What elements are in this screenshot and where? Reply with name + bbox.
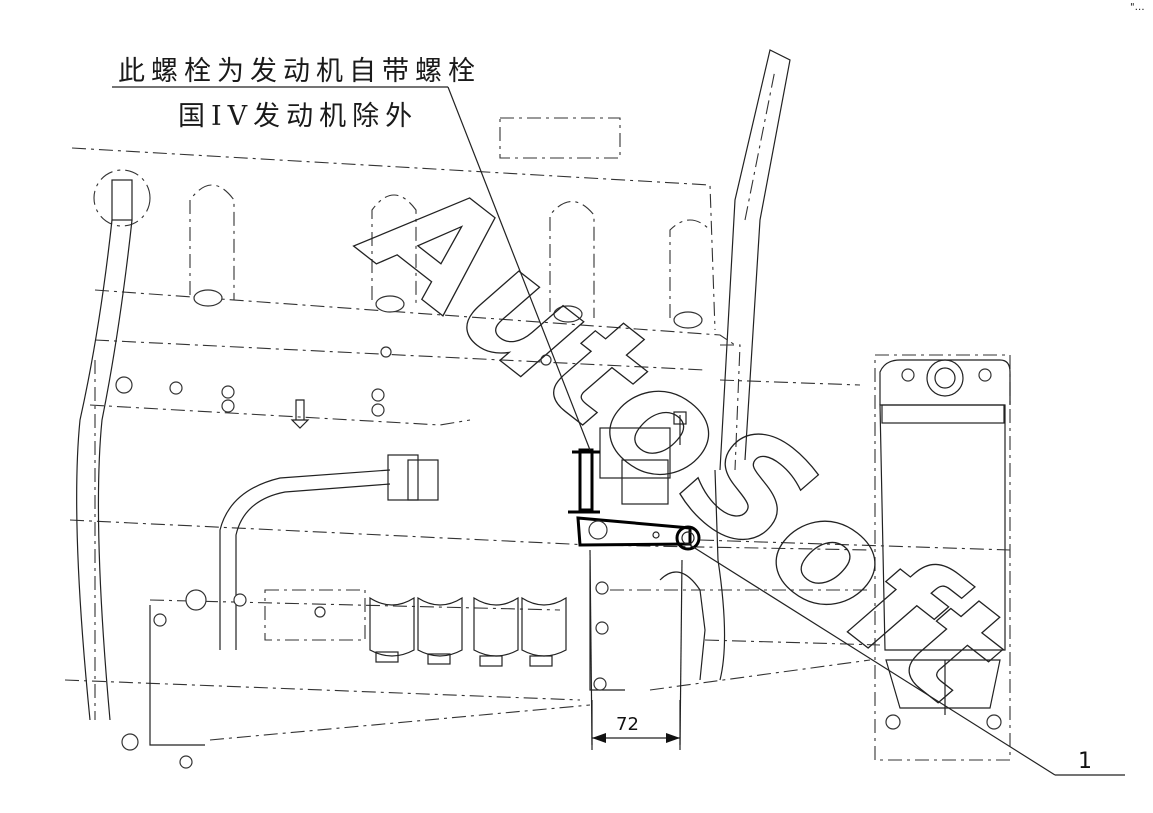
callout-number: 1: [1078, 749, 1092, 774]
note-line-2: 国IV发动机除外: [178, 101, 418, 132]
intake-ports: [189, 184, 711, 329]
dimension-72: [591, 700, 681, 750]
left-pipe: [76, 169, 151, 721]
centerline: [699, 539, 1011, 551]
solenoid-valve: [568, 411, 701, 551]
note-leader: [112, 86, 591, 451]
corner-mark: "…: [1130, 2, 1145, 13]
block-holes: [115, 346, 552, 429]
injection-pump: [121, 589, 567, 769]
callout-leader: [689, 544, 1125, 776]
fuel-line: [219, 454, 439, 650]
watermark: AutoSoft: [331, 137, 1038, 743]
dimension-label: 72: [616, 714, 639, 735]
support-bracket: [719, 49, 791, 471]
note-line-1: 此螺栓为发动机自带螺栓: [118, 56, 481, 87]
engine-block: [64, 117, 881, 741]
